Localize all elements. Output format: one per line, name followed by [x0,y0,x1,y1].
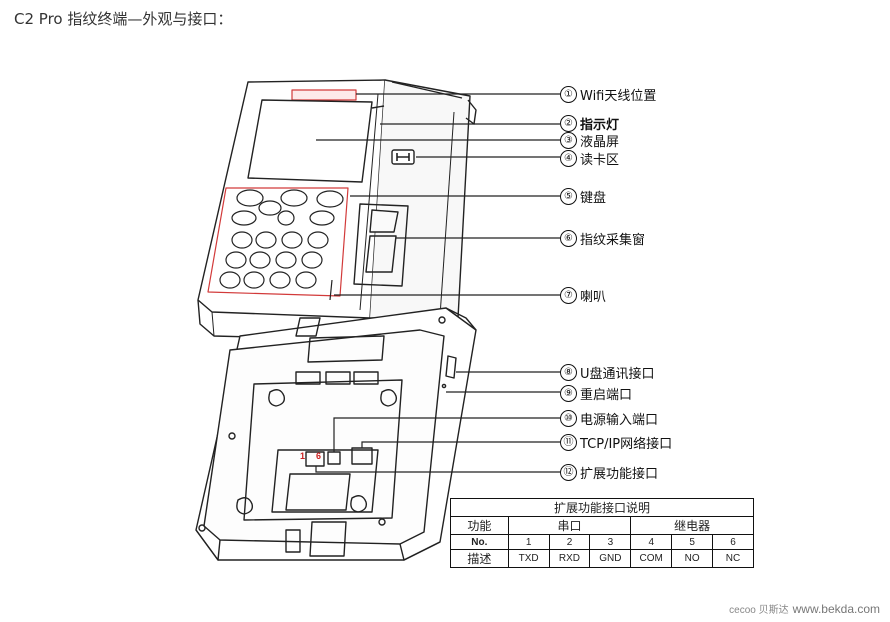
table-cell: COM [630,549,673,568]
callout-number: ⑥ [560,230,577,247]
callout-number: ① [560,86,577,103]
callout-label: 重启端口 [580,388,633,403]
callout-label: 扩展功能接口 [580,467,659,482]
table-cell: TXD [507,549,550,568]
callout-number: ⑪ [560,434,577,451]
table-group-relay: 继电器 [630,516,754,535]
table-cell: 3 [589,534,632,550]
callout-number: ⑧ [560,364,577,381]
table-row: No. 1 2 3 4 5 6 [450,534,754,550]
table-row: 描述 TXD RXD GND COM NO NC [450,549,754,568]
back-device [195,307,477,561]
pin-label-6: 6 [316,451,321,461]
callout-number: ③ [560,132,577,149]
table-cell: 6 [712,534,754,550]
expansion-port [305,451,325,467]
callout-number: ② [560,115,577,132]
table-func-label: 功能 [450,516,509,535]
callout-label: 电源输入端口 [580,413,659,428]
callout-label: TCP/IP网络接口 [580,437,673,452]
callout-number: ⑨ [560,385,577,402]
speaker [329,279,333,301]
table-group-serial: 串口 [507,516,632,535]
table-cell: 5 [671,534,714,550]
table-cell: RXD [548,549,591,568]
watermark-logo: cecoo 贝斯达 [729,605,789,616]
keypad-outline [207,187,349,297]
callout-label: U盘通讯接口 [580,367,655,382]
pin-label-1: 1 [300,451,305,461]
lcd-screen [247,99,373,183]
fingerprint-window [353,203,409,287]
table-cell: 2 [548,534,591,550]
expansion-interface-table: 扩展功能接口说明 功能 串口 继电器 No. 1 2 3 4 5 6 描述 TX… [450,498,754,568]
callout-label: Wifi天线位置 [580,89,657,104]
wifi-antenna-window [291,89,357,101]
table-cell: GND [589,549,632,568]
page-title: C2 Pro 指纹终端—外观与接口： [14,10,233,28]
callout-label: 指纹采集窗 [580,233,646,248]
front-device [197,79,477,341]
table-row: 扩展功能接口说明 [450,498,754,517]
callout-number: ⑩ [560,410,577,427]
watermark-url: www.bekda.com [792,602,880,616]
callout-label: 键盘 [580,191,607,206]
usb-port [445,355,457,379]
callout-label: 指示灯 [580,118,620,133]
callout-number: ④ [560,150,577,167]
table-cell: 4 [630,534,673,550]
table-desc-label: 描述 [450,549,509,568]
callout-number: ⑦ [560,287,577,304]
table-title: 扩展功能接口说明 [450,498,754,517]
table-cell: NO [671,549,714,568]
callout-number: ⑫ [560,464,577,481]
callout-label: 读卡区 [580,153,620,168]
table-row: 功能 串口 继电器 [450,516,754,535]
callout-number: ⑤ [560,188,577,205]
table-cell: 1 [507,534,550,550]
callout-label: 喇叭 [580,290,607,305]
reset-hole [441,383,447,389]
leader-lines [315,93,560,473]
callout-label: 液晶屏 [580,135,620,150]
keypad-keys [219,189,344,289]
table-cell: NC [712,549,754,568]
table-no-label: No. [450,534,509,550]
